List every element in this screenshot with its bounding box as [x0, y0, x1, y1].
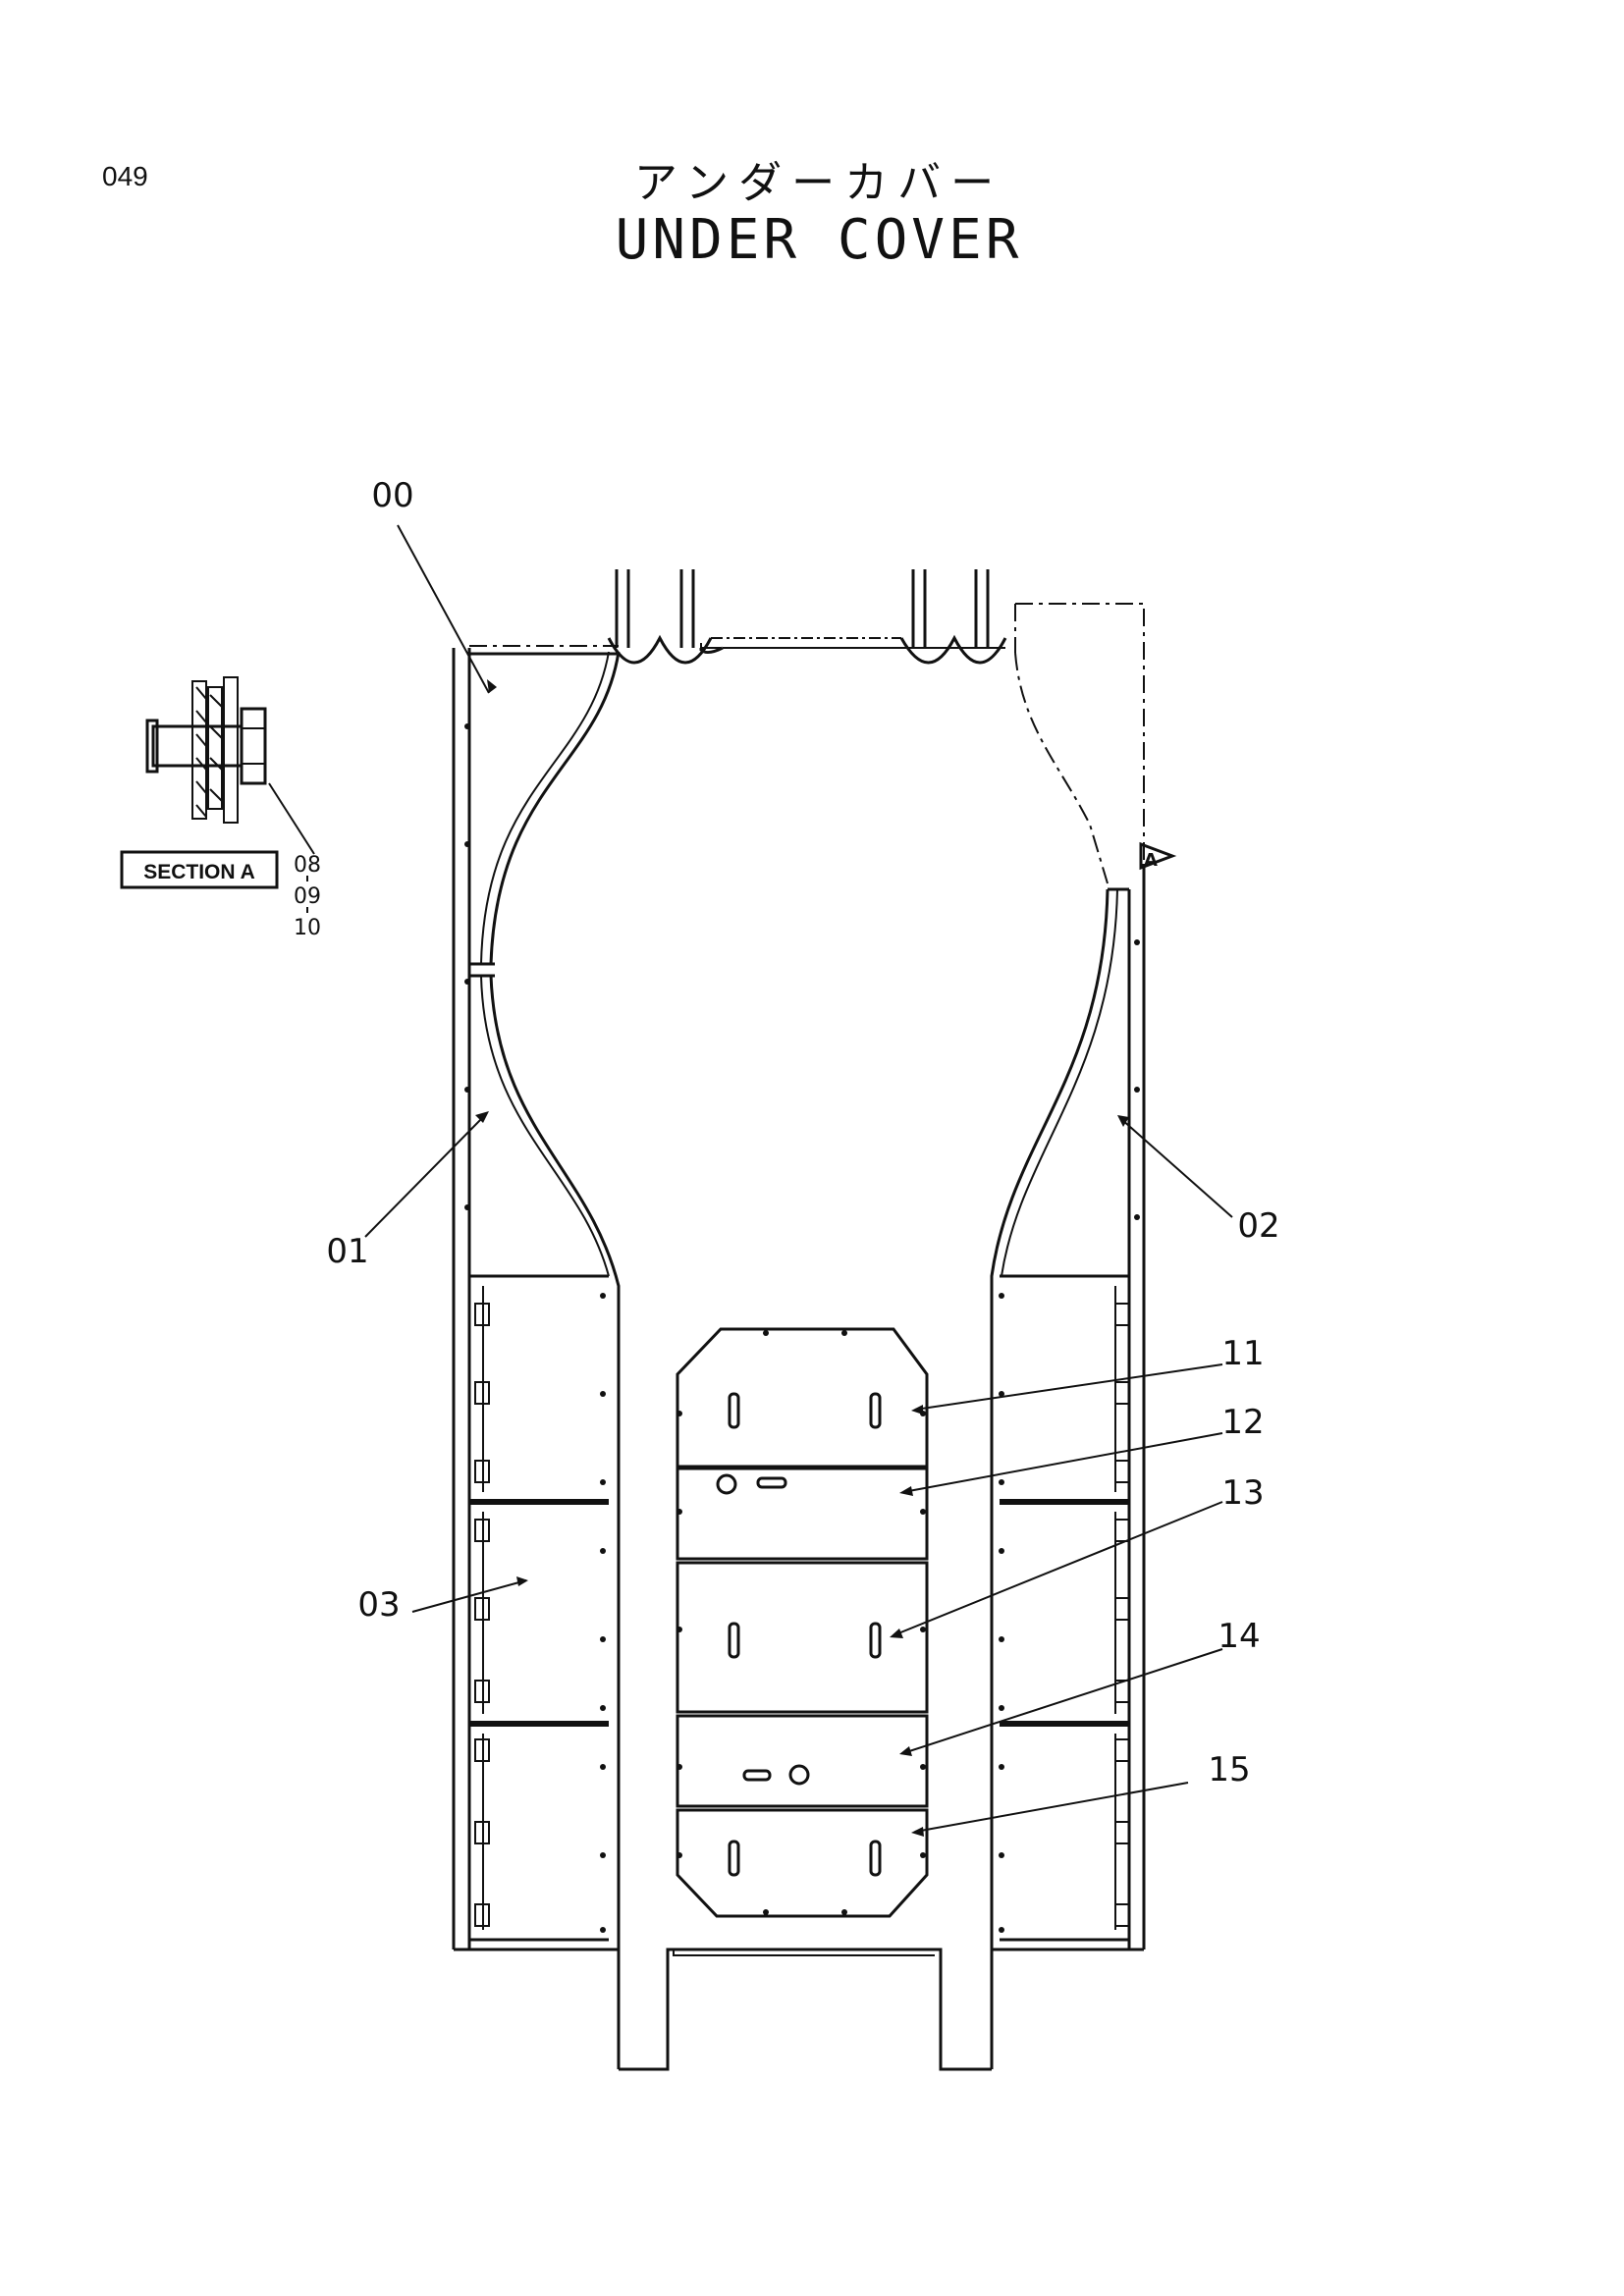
callout-03: 03: [357, 1585, 400, 1625]
callout-08: 08: [294, 853, 321, 878]
frame-outline: [452, 569, 1146, 2071]
callout-13: 13: [1221, 1473, 1264, 1513]
callout-02: 02: [1237, 1206, 1279, 1246]
section-a-label: SECTION A: [143, 861, 255, 883]
callout-09: 09: [294, 884, 321, 909]
page-number: 049: [102, 161, 148, 191]
title-english: UNDER COVER: [615, 208, 1023, 272]
leader-lines: [364, 524, 1233, 1837]
callout-10: 10: [294, 916, 321, 940]
callout-12: 12: [1221, 1403, 1264, 1442]
callout-01: 01: [326, 1232, 368, 1271]
callout-00: 00: [371, 476, 413, 515]
part-callouts: 00 01 02 03 11 12 13 14 15: [326, 476, 1279, 1789]
right-side-covers: [999, 939, 1140, 1942]
center-covers: [676, 1327, 929, 1918]
callout-15: 15: [1208, 1750, 1250, 1789]
title-japanese: アンダーカバー: [633, 158, 1004, 208]
section-a-detail: SECTION A 08 09 10: [120, 676, 321, 940]
callout-11: 11: [1221, 1334, 1264, 1373]
callout-14: 14: [1218, 1617, 1260, 1656]
left-side-covers: [464, 723, 609, 1942]
section-a-marker: A: [1139, 841, 1177, 871]
section-marker-letter: A: [1144, 850, 1158, 871]
